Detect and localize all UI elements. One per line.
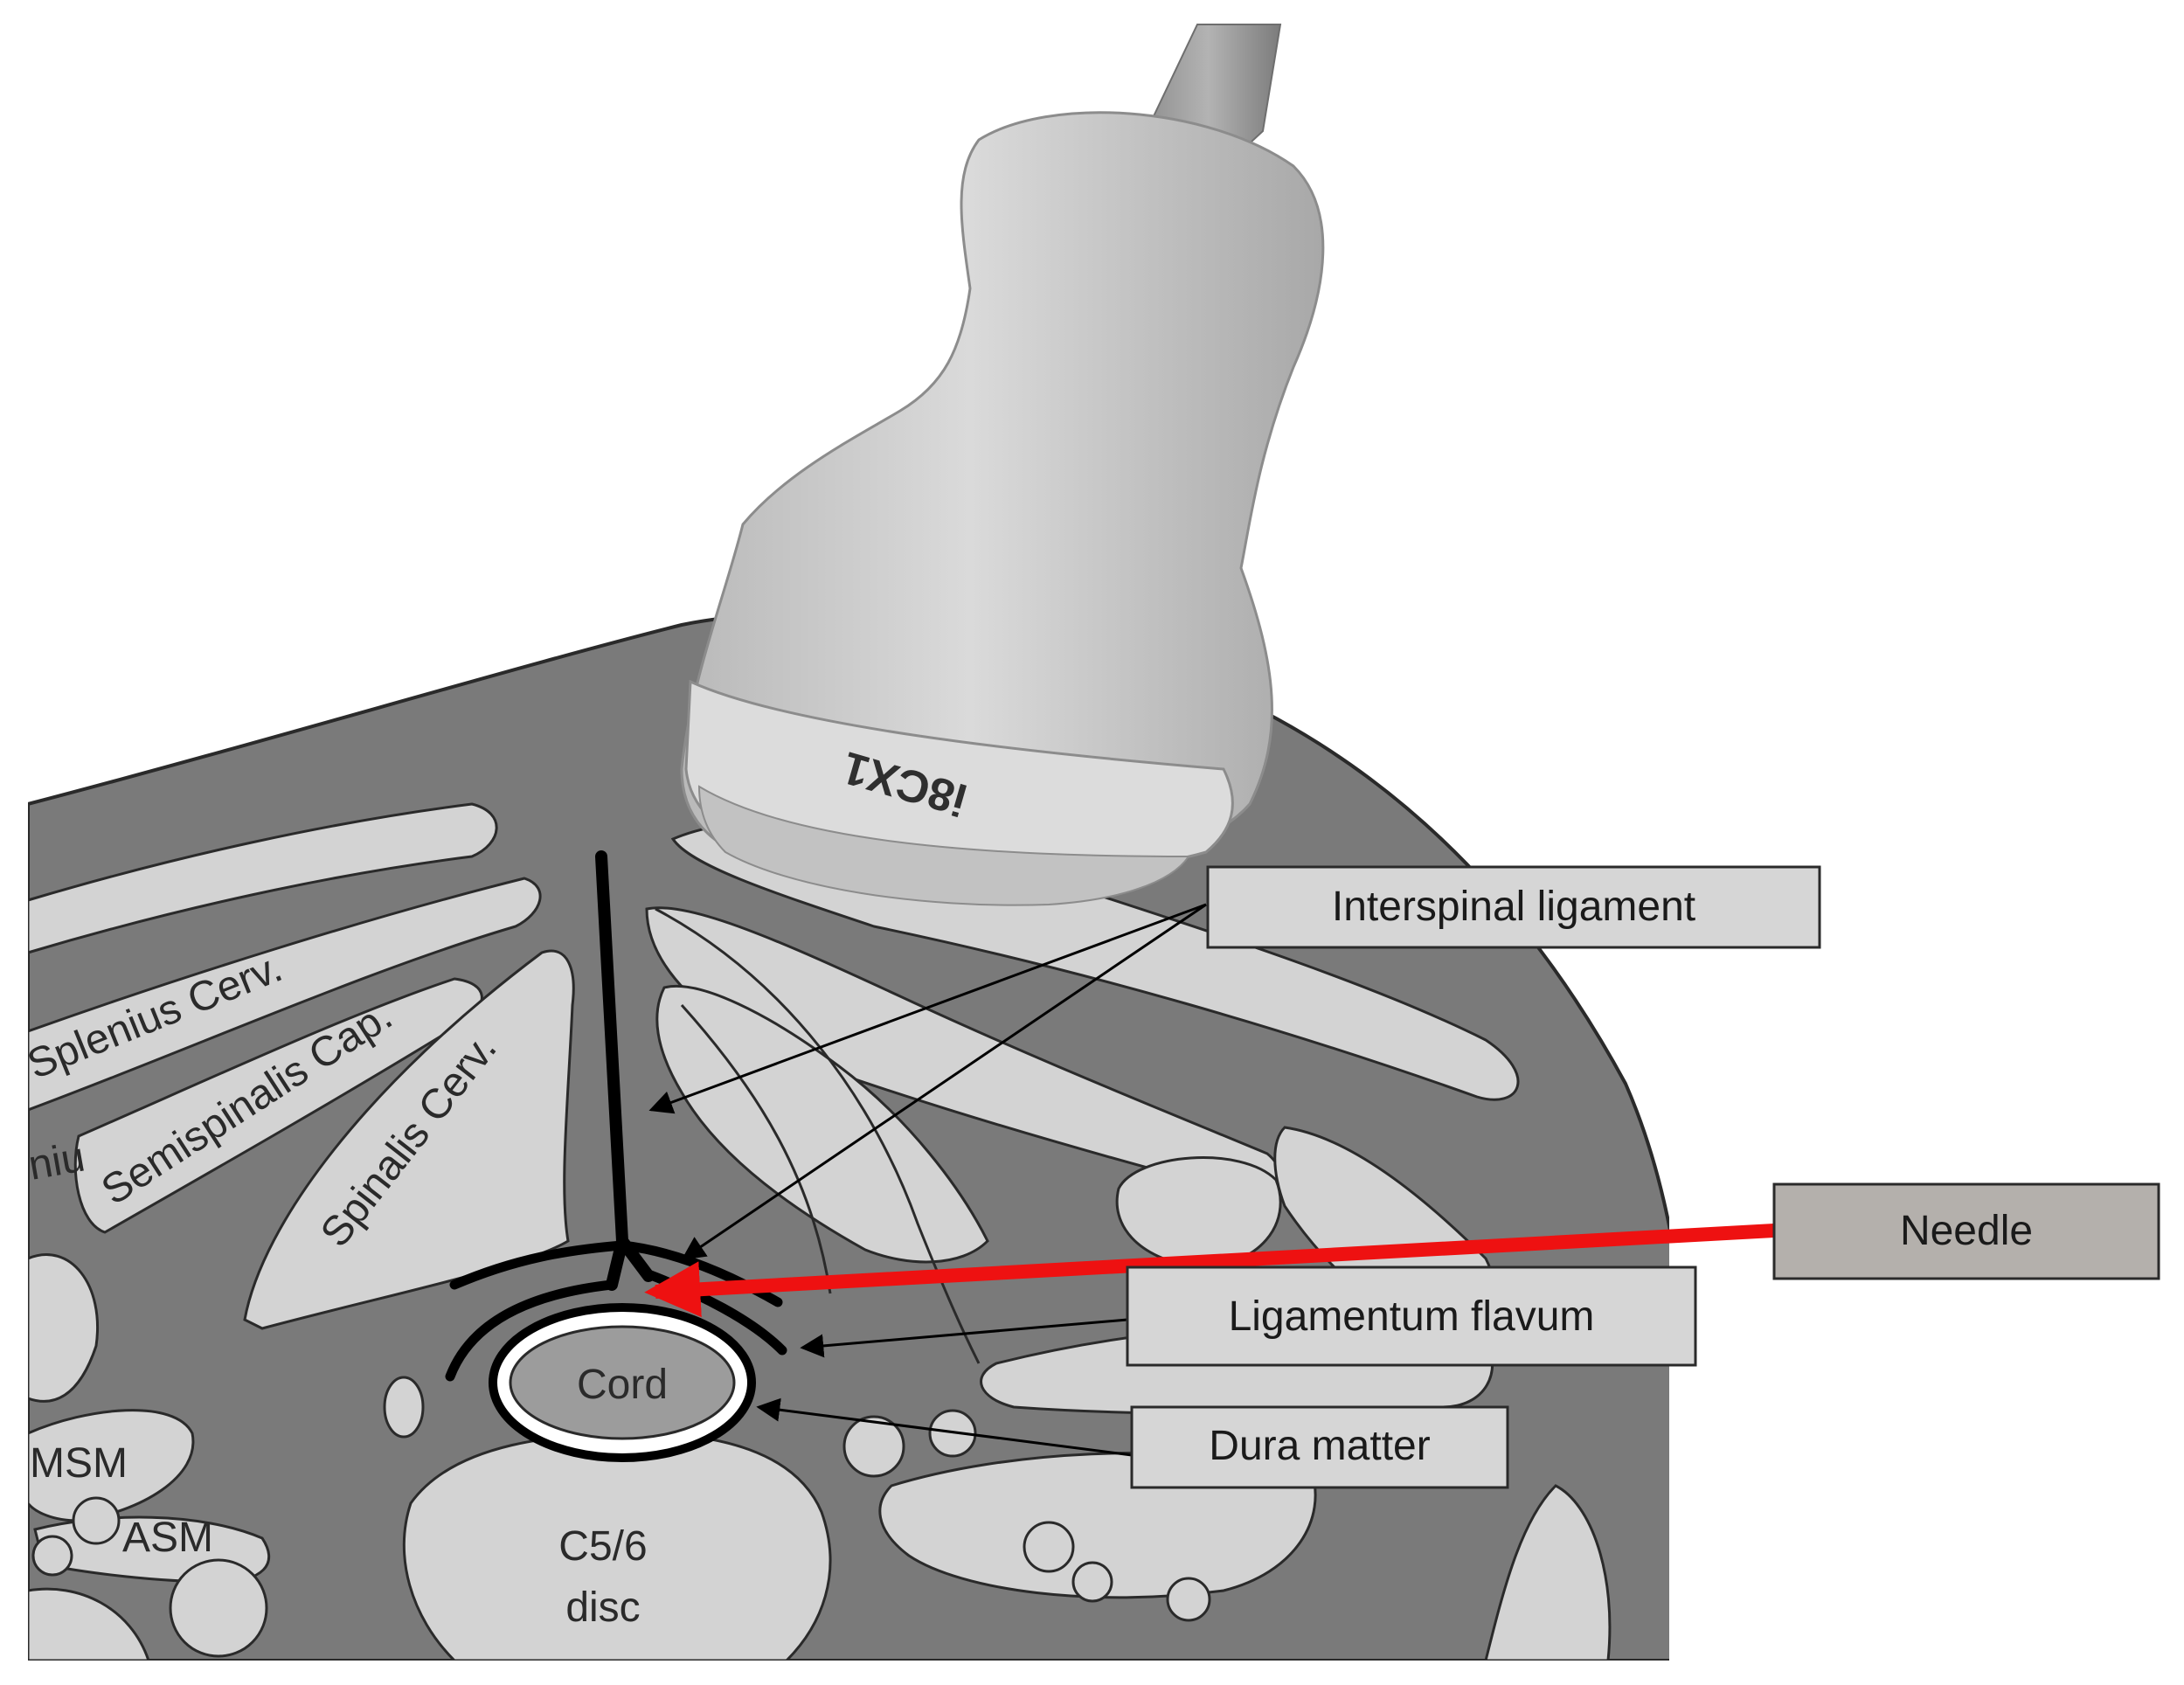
vessel-left-1 <box>72 1496 121 1545</box>
callout-needle-box <box>1772 1182 2160 1280</box>
vessel-right-1 <box>1023 1521 1075 1573</box>
callout-needle: Needle <box>1772 1182 2160 1280</box>
left-bottom-lobe <box>28 1587 150 1661</box>
ultrasound-probe: i8CX1 <box>680 24 1325 906</box>
callout-dura-label: Dura matter <box>1209 1423 1430 1469</box>
pointer-interspinal-2 <box>681 903 1207 1260</box>
callout-interspinal: Interspinal ligament <box>1206 865 1821 949</box>
pointer-flavum <box>800 1318 1128 1358</box>
vessel-right-3 <box>1166 1577 1211 1622</box>
callout-interspinal-label: Interspinal ligament <box>1332 884 1695 930</box>
callout-dura-box <box>1130 1405 1509 1489</box>
label-partial-muscle: niu <box>25 1134 88 1189</box>
callout-flavum-box <box>1126 1265 1697 1367</box>
left-lower-lobe <box>28 1253 99 1403</box>
muscle-right-edge <box>1484 1484 1612 1661</box>
label-disc-line1: C5/6 <box>558 1523 647 1570</box>
callout-needle-label: Needle <box>1900 1208 2033 1254</box>
interspinal-ligament <box>595 850 655 1291</box>
msm-muscle <box>28 1409 195 1522</box>
muscle-lobe-right <box>1115 1156 1282 1269</box>
pointer-dura <box>756 1397 1133 1457</box>
pointer-interspinal-1 <box>648 903 1207 1114</box>
vessel-right-2 <box>1071 1561 1113 1603</box>
vessel-left-2 <box>31 1535 73 1577</box>
label-disc-line2: disc <box>565 1584 640 1631</box>
label-cord: Cord <box>577 1362 668 1408</box>
probe-lens <box>697 785 1190 906</box>
callout-flavum-label: Ligamentum flavum <box>1229 1293 1595 1340</box>
splenius-muscle <box>28 877 542 1112</box>
muscle-band-top-left <box>28 802 498 954</box>
needle <box>644 1224 1775 1318</box>
ligamentum-flavum-outer-left <box>445 1279 617 1382</box>
fascia-line-1 <box>655 907 981 1364</box>
callout-dura: Dura matter <box>1130 1405 1509 1489</box>
fascia-line-2 <box>680 1003 832 1294</box>
callout-flavum: Ligamentum flavum <box>1126 1265 1697 1367</box>
vessel-canal-right-1 <box>842 1415 905 1478</box>
label-msm: MSM <box>30 1440 128 1487</box>
vessel-canal-left <box>383 1376 425 1439</box>
spinal-cord <box>509 1325 736 1440</box>
callout-interspinal-box <box>1206 865 1821 949</box>
label-asm: ASM <box>122 1515 213 1561</box>
muscle-right-bottom <box>878 1452 1317 1599</box>
vessel-left-3 <box>169 1558 268 1658</box>
